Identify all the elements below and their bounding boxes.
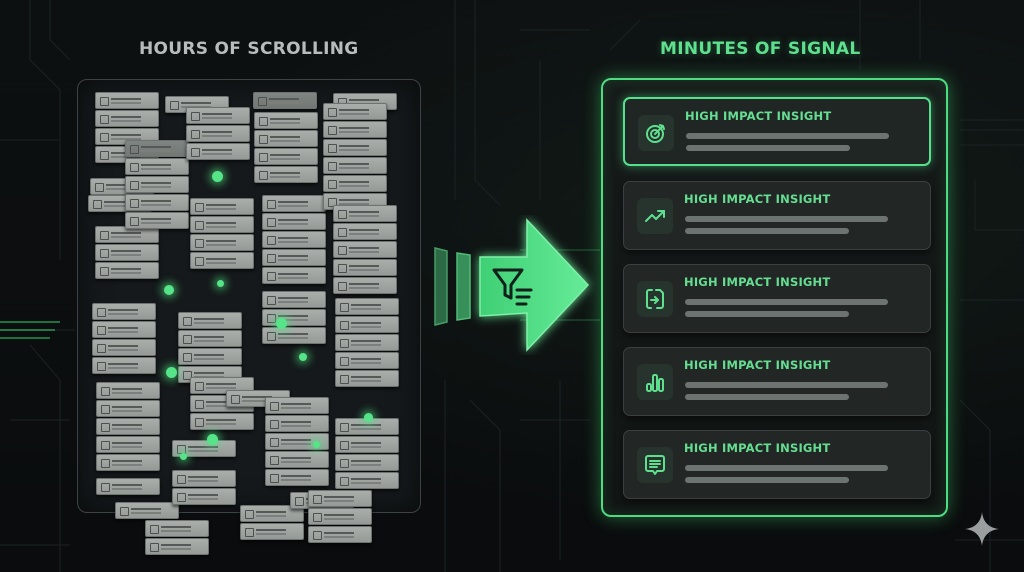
sparkle-icon (963, 510, 1001, 548)
insight-card[interactable]: HIGH IMPACT INSIGHT (623, 430, 931, 499)
insight-icon-box (637, 364, 673, 400)
insight-card[interactable]: HIGH IMPACT INSIGHT (623, 264, 931, 333)
filter-arrow (430, 215, 600, 355)
insight-icon-box (637, 447, 673, 483)
insight-line (685, 477, 849, 483)
insight-line (685, 228, 849, 234)
insight-title: HIGH IMPACT INSIGHT (684, 358, 831, 372)
noise-feed-panel (77, 79, 421, 513)
arrow-shape (479, 218, 590, 352)
message-icon (645, 455, 665, 475)
insight-card[interactable]: HIGH IMPACT INSIGHT (623, 97, 931, 166)
insight-line (685, 311, 849, 317)
insight-title: HIGH IMPACT INSIGHT (684, 192, 831, 206)
trending-up-icon (645, 210, 665, 222)
right-heading: MINUTES OF SIGNAL (660, 39, 861, 59)
insight-line (685, 382, 888, 388)
insight-icon-box (638, 115, 674, 151)
insight-line (685, 299, 888, 305)
insight-line (686, 133, 889, 139)
motion-bar (456, 252, 471, 321)
insight-title: HIGH IMPACT INSIGHT (684, 441, 831, 455)
bar-chart-icon (646, 374, 664, 392)
insight-title: HIGH IMPACT INSIGHT (684, 275, 831, 289)
insight-line (685, 394, 849, 400)
signal-panel: HIGH IMPACT INSIGHT HIGH IMPACT INSIGHT … (601, 78, 948, 517)
document-transfer-icon (646, 289, 664, 309)
insight-icon-box (637, 198, 673, 234)
insight-title: HIGH IMPACT INSIGHT (685, 109, 832, 123)
insight-icon-box (637, 281, 673, 317)
insight-line (686, 145, 850, 151)
insight-line (685, 465, 888, 471)
insight-line (685, 216, 888, 222)
target-icon (646, 124, 665, 143)
insight-card[interactable]: HIGH IMPACT INSIGHT (623, 181, 931, 250)
left-heading: HOURS OF SCROLLING (139, 39, 359, 59)
filter-icon (492, 268, 533, 306)
insight-card[interactable]: HIGH IMPACT INSIGHT (623, 347, 931, 416)
motion-bar (434, 247, 448, 326)
